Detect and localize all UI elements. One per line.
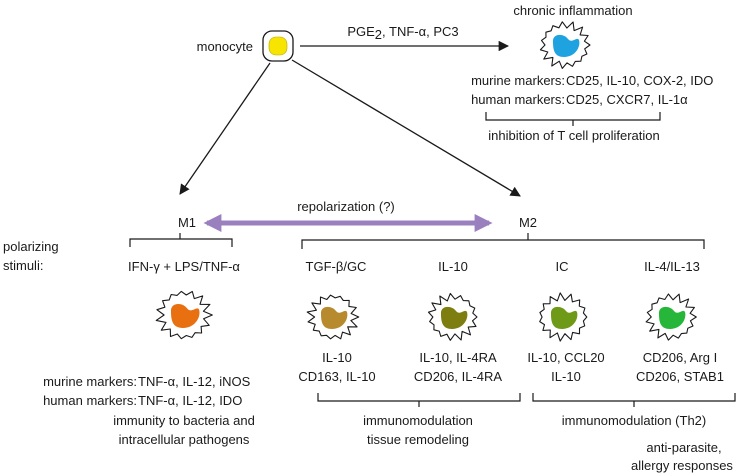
m2b-human: CD206, IL-4RA [414,369,502,384]
m1-stimulus: IFN-γ + LPS/TNF-α [128,259,240,274]
m1-human-values: TNF-α, IL-12, IDO [138,393,242,408]
m2c-macrophage-nucleus [550,306,578,329]
monocyte-cell [262,30,294,62]
m2-immunomodulation-line1: immunomodulation [363,413,473,428]
arrow-to-m1 [179,62,271,195]
m2b-macrophage [427,292,478,341]
m2b-stimulus: IL-10 [438,259,468,274]
m1-macrophage [155,290,213,340]
top-arrow-label: PGE2, TNF-α, PC3 [347,24,458,42]
pge-subscript: 2 [375,27,382,42]
pge-prefix: PGE [347,24,375,39]
m2-antiparasite-line2: allergy responses [631,458,733,473]
m2c-stimulus: IC [556,259,569,274]
chronic-outcome: inhibition of T cell proliferation [488,128,660,143]
m2-label: M2 [519,215,537,230]
chronic-title: chronic inflammation [513,3,632,18]
m1-outcome-line2: intracellular pathogens [119,432,250,447]
m2a-human: CD163, IL-10 [298,369,375,384]
m2d-murine: CD206, Arg I [643,350,717,365]
monocyte-label: monocyte [197,39,253,54]
chronic-macrophage [539,21,591,69]
m1-bracket [129,233,233,247]
monocyte-nucleus [268,36,288,56]
m2c-human: IL-10 [551,369,581,384]
m2a-macrophage-nucleus [320,306,348,329]
chronic-macrophage-nucleus [552,34,580,57]
arrow-to-m2 [291,59,521,197]
m2-bracket [301,233,705,249]
m1-human-label: human markers: [43,393,137,408]
m2d-human: CD206, STAB1 [636,369,724,384]
polarizing-label-line1: polarizing [3,239,59,254]
pge-suffix: , TNF-α, PC3 [382,24,459,39]
m2-immunomodulation-line2: tissue remodeling [367,432,469,447]
m2d-macrophage-nucleus [658,306,686,329]
chronic-murine-label: murine markers: [471,73,565,88]
m1-murine-label: murine markers: [43,374,137,389]
m1-murine-values: TNF-α, IL-12, iNOS [138,374,251,389]
m1-macrophage-nucleus [170,303,200,328]
m2d-stimulus: IL-4/IL-13 [644,259,700,274]
m2-th2-outcome: immunomodulation (Th2) [562,413,707,428]
m2-antiparasite-line1: anti-parasite, [646,440,721,455]
chronic-human-label: human markers: [471,92,565,107]
m1-outcome-line1: immunity to bacteria and [113,413,255,428]
m2c-murine: IL-10, CCL20 [527,350,604,365]
m2b-macrophage-nucleus [440,306,468,329]
m2b-murine: IL-10, IL-4RA [419,350,497,365]
chronic-human-values: CD25, CXCR7, IL-1α [566,92,688,107]
m2a-stimulus: TGF-β/GC [306,259,367,274]
m2a-murine: IL-10 [322,350,352,365]
m2-th2-bracket [532,393,736,407]
polarizing-label-line2: stimuli: [3,258,43,273]
m2d-macrophage [645,293,697,341]
m2c-macrophage [539,292,588,342]
m1-label: M1 [178,215,196,230]
repolarization-label: repolarization (?) [297,199,395,214]
m2-immunomodulation-bracket [317,393,521,407]
m2a-macrophage [306,294,360,340]
chronic-murine-values: CD25, IL-10, COX-2, IDO [566,73,713,88]
chronic-bracket [485,112,661,126]
